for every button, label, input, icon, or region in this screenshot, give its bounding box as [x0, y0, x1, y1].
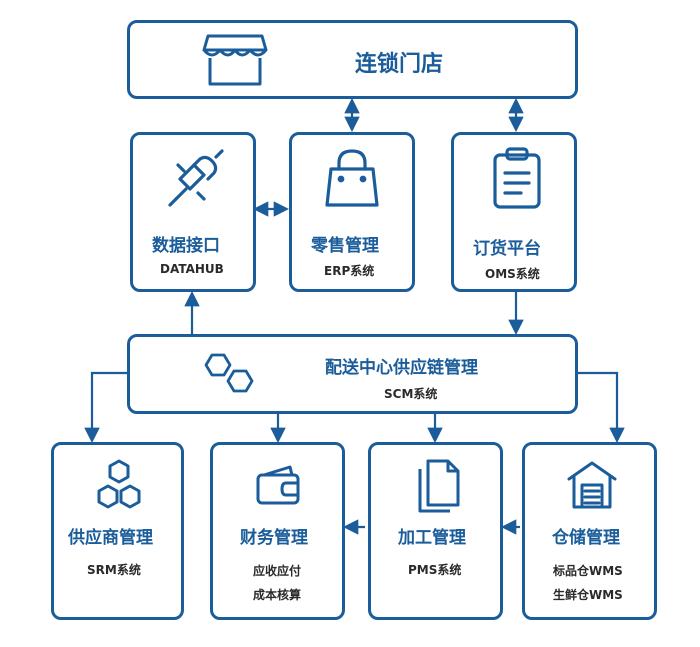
wallet-icon: [256, 465, 300, 505]
supplier-title: 供应商管理: [68, 528, 153, 548]
processing-sub: PMS系统: [408, 563, 462, 577]
warehouse-title: 仓储管理: [552, 528, 620, 548]
arrow-scm-warehouse: [578, 371, 625, 444]
finance-line2: 成本核算: [253, 588, 302, 602]
plug-icon: [168, 149, 224, 207]
hexagon-link-icon: [204, 353, 254, 393]
warehouse-line2: 生鲜仓WMS: [553, 588, 623, 602]
processing-title: 加工管理: [398, 528, 466, 548]
scm-box: 配送中心供应链管理 SCM系统: [127, 334, 578, 414]
warehouse-box: 仓储管理 标品仓WMS 生鲜仓WMS: [522, 442, 657, 620]
warehouse-line1: 标品仓WMS: [553, 564, 623, 578]
processing-box: 加工管理 PMS系统: [368, 442, 503, 620]
supplier-sub: SRM系统: [87, 563, 141, 577]
ordering-title: 订货平台: [473, 239, 541, 259]
retail-sub: ERP系统: [324, 264, 375, 278]
ordering-sub: OMS系统: [485, 267, 540, 281]
retail-box: 零售管理 ERP系统: [289, 132, 415, 292]
retail-title: 零售管理: [311, 236, 379, 256]
documents-icon: [418, 459, 460, 513]
datahub-box: 数据接口 DATAHUB: [130, 132, 256, 292]
shopping-bag-icon: [325, 149, 379, 207]
store-title: 连锁门店: [355, 52, 444, 77]
store-box: 连锁门店: [127, 20, 578, 99]
arrow-scm-supplier: [84, 371, 127, 444]
finance-title: 财务管理: [240, 528, 308, 548]
scm-title: 配送中心供应链管理: [325, 358, 478, 378]
scm-sub: SCM系统: [384, 387, 438, 401]
clipboard-icon: [493, 147, 541, 209]
storefront-icon: [202, 34, 268, 86]
finance-box: 财务管理 应收应付 成本核算: [210, 442, 345, 620]
warehouse-icon: [567, 461, 617, 509]
datahub-sub: DATAHUB: [160, 262, 224, 276]
ordering-box: 订货平台 OMS系统: [451, 132, 577, 292]
supplier-box: 供应商管理 SRM系统: [51, 442, 184, 620]
hexagon-cluster-icon: [97, 459, 141, 509]
finance-line1: 应收应付: [253, 564, 302, 578]
datahub-title: 数据接口: [152, 236, 220, 256]
